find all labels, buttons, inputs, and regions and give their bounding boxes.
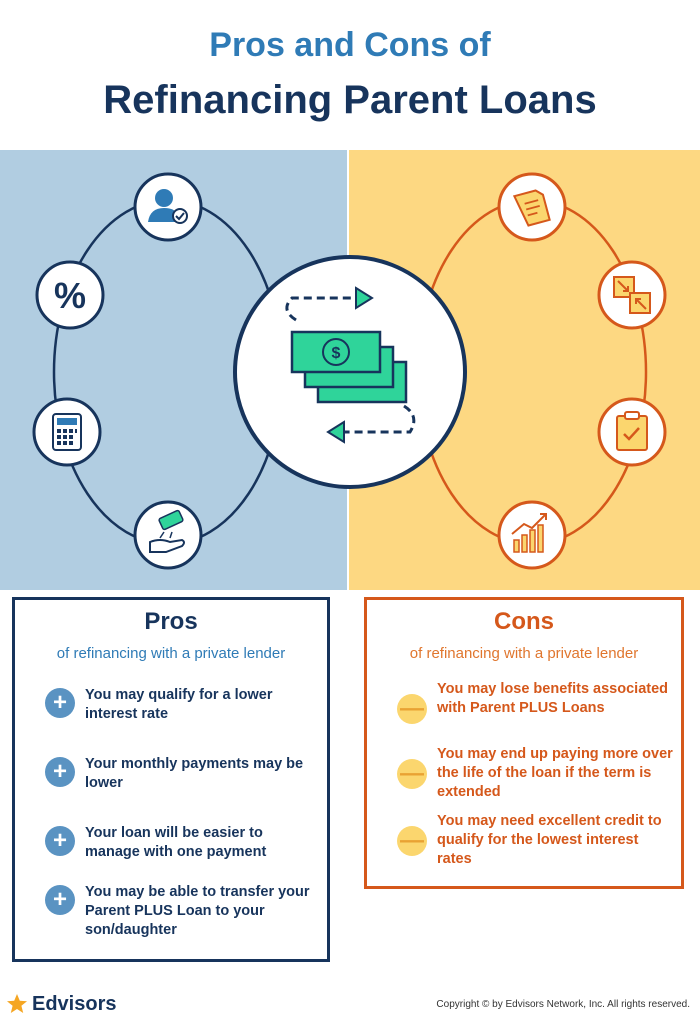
user-check-icon — [133, 172, 203, 242]
plus-icon: + — [45, 885, 75, 915]
minus-icon: — — [397, 826, 427, 856]
cons-item: — You may end up paying more over the li… — [397, 745, 673, 802]
pros-box: Pros of refinancing with a private lende… — [12, 597, 330, 962]
cons-item: — You may need excellent credit to quali… — [397, 812, 673, 869]
clipboard-check-icon — [597, 397, 667, 467]
header: Pros and Cons of Refinancing Parent Loan… — [0, 0, 700, 150]
percent-symbol: % — [54, 275, 86, 316]
cons-item: — You may lose benefits associated with … — [397, 680, 673, 724]
cons-box: Cons of refinancing with a private lende… — [364, 597, 684, 889]
cons-subheading: of refinancing with a private lender — [409, 645, 639, 662]
pros-heading: Pros — [144, 608, 198, 635]
hero-illustration: % — [32, 172, 667, 570]
cons-item-text: You may end up paying more over the life… — [437, 746, 673, 800]
pros-item: + You may qualify for a lower interest r… — [45, 686, 319, 724]
compress-icon — [597, 260, 667, 330]
svg-text:$: $ — [332, 345, 341, 362]
percent-icon: % — [35, 260, 105, 330]
pros-item-text: You may qualify for a lower interest rat… — [85, 687, 273, 722]
plus-icon: + — [45, 757, 75, 787]
page-title-line1: Pros and Cons of — [209, 26, 491, 64]
pros-item: + You may be able to transfer your Paren… — [45, 883, 319, 940]
minus-icon: — — [397, 759, 427, 789]
star-icon — [7, 994, 27, 1013]
document-icon — [497, 172, 567, 242]
minus-icon: — — [397, 694, 427, 724]
cons-item-text: You may lose benefits associated with Pa… — [437, 681, 669, 716]
hand-money-icon — [133, 500, 203, 570]
cons-heading: Cons — [494, 608, 554, 635]
money-transfer-icon: $ — [233, 255, 467, 489]
pros-subheading: of refinancing with a private lender — [56, 645, 286, 662]
edvisors-logo[interactable]: Edvisors — [6, 990, 116, 1018]
page-title-line2: Refinancing Parent Loans — [103, 78, 597, 122]
calculator-icon — [32, 397, 102, 467]
copyright-text: Copyright © by Edvisors Network, Inc. Al… — [436, 999, 690, 1010]
pros-item-text: Your loan will be easier to manage with … — [85, 825, 267, 860]
growth-chart-icon — [497, 500, 567, 570]
plus-icon: + — [45, 826, 75, 856]
plus-icon: + — [45, 688, 75, 718]
pros-item: + Your monthly payments may be lower — [45, 755, 319, 793]
cons-item-text: You may need excellent credit to qualify… — [437, 813, 662, 867]
pros-item-text: Your monthly payments may be lower — [85, 756, 304, 791]
pros-item-text: You may be able to transfer your Parent … — [85, 884, 310, 938]
pros-item: + Your loan will be easier to manage wit… — [45, 824, 319, 862]
logo-text: Edvisors — [32, 992, 117, 1015]
